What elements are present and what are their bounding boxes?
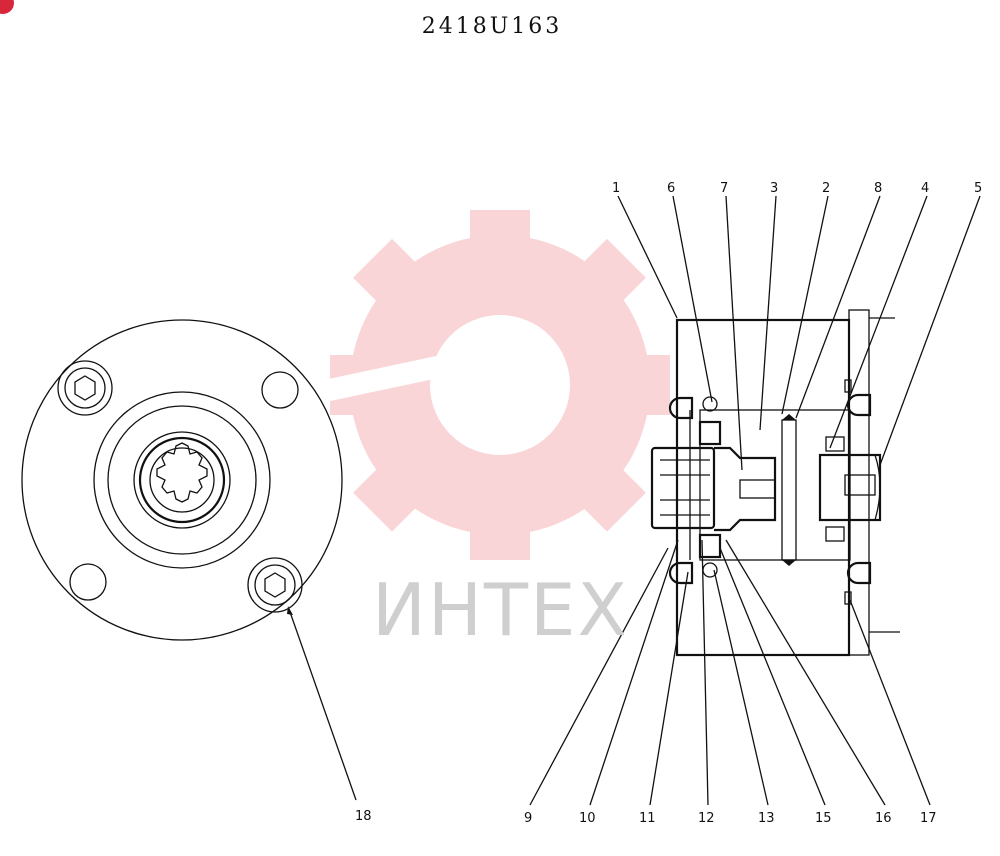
hex-bolt-bottom-right	[247, 557, 303, 613]
callout-10: 10	[579, 811, 596, 826]
leaders-top	[617, 195, 981, 471]
callout-15: 15	[815, 811, 832, 826]
callout-9: 9	[524, 811, 532, 826]
callout-5: 5	[974, 181, 982, 196]
callout-7: 7	[720, 181, 728, 196]
hex-bolt-top-left	[57, 360, 113, 416]
bolt-hole-top-right	[261, 371, 299, 409]
callout-12: 12	[698, 811, 715, 826]
callout-2: 2	[822, 181, 830, 196]
callout-8: 8	[874, 181, 882, 196]
spline-bore	[149, 442, 215, 513]
leader-18	[289, 611, 357, 801]
drawing-code: 2418U163	[421, 14, 563, 39]
corner-badge	[0, 0, 14, 14]
watermark-text: ИНТЕХ	[372, 568, 629, 652]
callout-1: 1	[612, 181, 620, 196]
callouts-top: 1 6 7 3 2 8 4 5	[612, 181, 982, 196]
callout-17: 17	[920, 811, 937, 826]
callout-6: 6	[667, 181, 675, 196]
callout-3: 3	[770, 181, 778, 196]
callout-16: 16	[875, 811, 892, 826]
watermark-gear-logo	[300, 210, 670, 560]
callout-4: 4	[921, 181, 929, 196]
callout-18: 18	[355, 809, 372, 824]
leaders-bottom	[529, 539, 931, 806]
sectional-side-view	[650, 309, 900, 657]
bolt-hole-bottom-left	[69, 563, 107, 601]
callouts-bottom: 9 10 11 12 13 15 16 17	[524, 811, 937, 826]
flange-end-view	[21, 319, 357, 801]
callout-13: 13	[758, 811, 775, 826]
callout-11: 11	[639, 811, 656, 826]
